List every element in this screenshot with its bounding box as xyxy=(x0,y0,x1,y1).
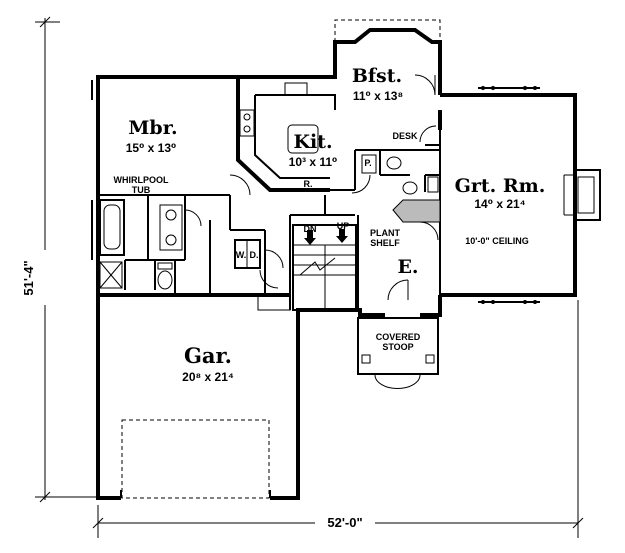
great-room-windows xyxy=(478,86,540,304)
great-room-ceiling: 10'-0" CEILING xyxy=(465,236,528,246)
covered-stoop xyxy=(357,317,439,389)
stair-up-label: UP xyxy=(337,221,350,231)
overall-depth-label: 51'-4" xyxy=(21,260,36,295)
dimension-lines xyxy=(35,16,584,538)
fireplace xyxy=(563,169,601,221)
door-swings xyxy=(184,74,439,301)
bay-projection xyxy=(334,19,441,42)
garage-door-outline xyxy=(121,419,270,499)
plant-shelf-label-line1: PLANT xyxy=(370,228,400,238)
interior-walls xyxy=(98,77,442,310)
whirlpool-label-line2: TUB xyxy=(132,185,151,195)
stair-down-label: DN xyxy=(304,224,317,234)
pantry-label: P. xyxy=(364,158,371,168)
kitchen-name: Kit. xyxy=(293,131,332,153)
stair-up-arrow xyxy=(336,236,348,243)
exterior-walls xyxy=(96,28,577,500)
great-room-name: Grt. Rm. xyxy=(455,175,546,197)
washer-label: W. xyxy=(236,250,247,260)
stair-down-arrow xyxy=(304,238,316,245)
refrigerator-label: R. xyxy=(304,179,313,189)
kitchen-dims: 10³ x 11⁰ xyxy=(289,155,338,169)
great-room-dims: 14⁰ x 21⁴ xyxy=(474,197,525,211)
stairs xyxy=(292,224,357,311)
garage-name: Gar. xyxy=(184,343,232,368)
breakfast-name: Bfst. xyxy=(352,65,402,87)
plant-shelf-label-line2: SHELF xyxy=(370,238,400,248)
stoop-label-line1: COVERED xyxy=(376,332,421,342)
whirlpool-label-line1: WHIRLPOOL xyxy=(114,175,169,185)
master-bedroom-name: Mbr. xyxy=(128,117,177,139)
dryer-label: D. xyxy=(250,250,259,260)
entry-name: E. xyxy=(397,256,418,278)
master-bedroom-dims: 15⁰ x 13⁰ xyxy=(126,141,177,155)
bath-fixtures xyxy=(99,199,183,290)
garage-dims: 20⁸ x 21⁴ xyxy=(182,370,234,384)
overall-width-label: 52'-0" xyxy=(327,515,362,530)
desk-label: DESK xyxy=(392,131,418,141)
stoop-label-line2: STOOP xyxy=(382,342,413,352)
half-bath xyxy=(361,154,439,195)
laundry xyxy=(234,239,291,311)
plant-shelf-hatch xyxy=(392,199,441,223)
breakfast-dims: 11⁰ x 13⁸ xyxy=(353,89,403,103)
